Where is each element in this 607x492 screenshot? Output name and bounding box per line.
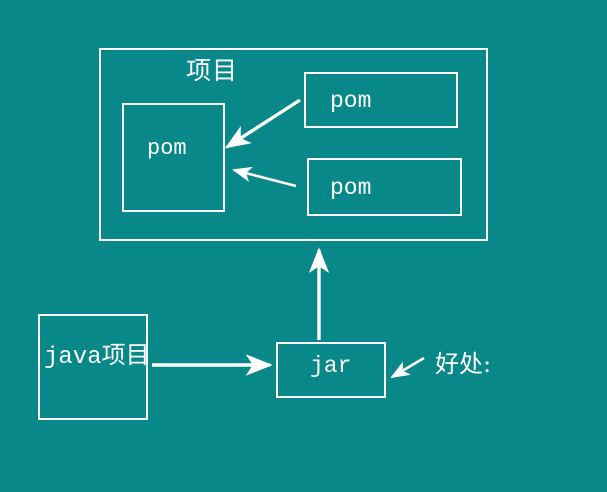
java-project-box: java项目 <box>38 314 150 420</box>
benefits-label: 好处: <box>435 350 492 378</box>
project-container-label: 项目 <box>186 56 239 85</box>
arrow-benefits-to-jar <box>390 356 425 379</box>
arrow-module-pom-top-to-main-pom <box>224 98 301 149</box>
arrow-module-pom-bottom-to-main-pom <box>232 166 297 188</box>
module-pom-bottom-box: pom <box>307 158 462 216</box>
java-project-label: java项目 <box>44 344 150 371</box>
module-pom-top-box: pom <box>304 72 458 128</box>
main-pom-box: pom <box>122 103 225 212</box>
jar-label: jar <box>310 353 352 379</box>
module-pom-bottom-label: pom <box>330 175 372 201</box>
module-pom-top-label: pom <box>330 88 372 114</box>
main-pom-label: pom <box>147 136 187 161</box>
jar-box: jar <box>276 342 386 398</box>
project-container-box <box>99 48 488 241</box>
